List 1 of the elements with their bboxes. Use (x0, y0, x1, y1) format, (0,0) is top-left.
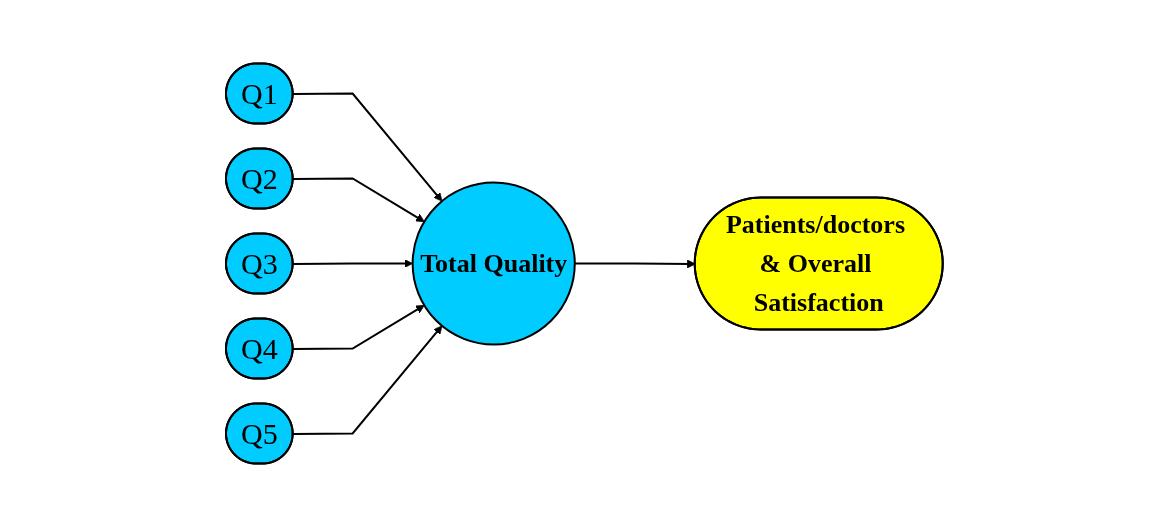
node-circle: Total Quality (411, 181, 576, 346)
